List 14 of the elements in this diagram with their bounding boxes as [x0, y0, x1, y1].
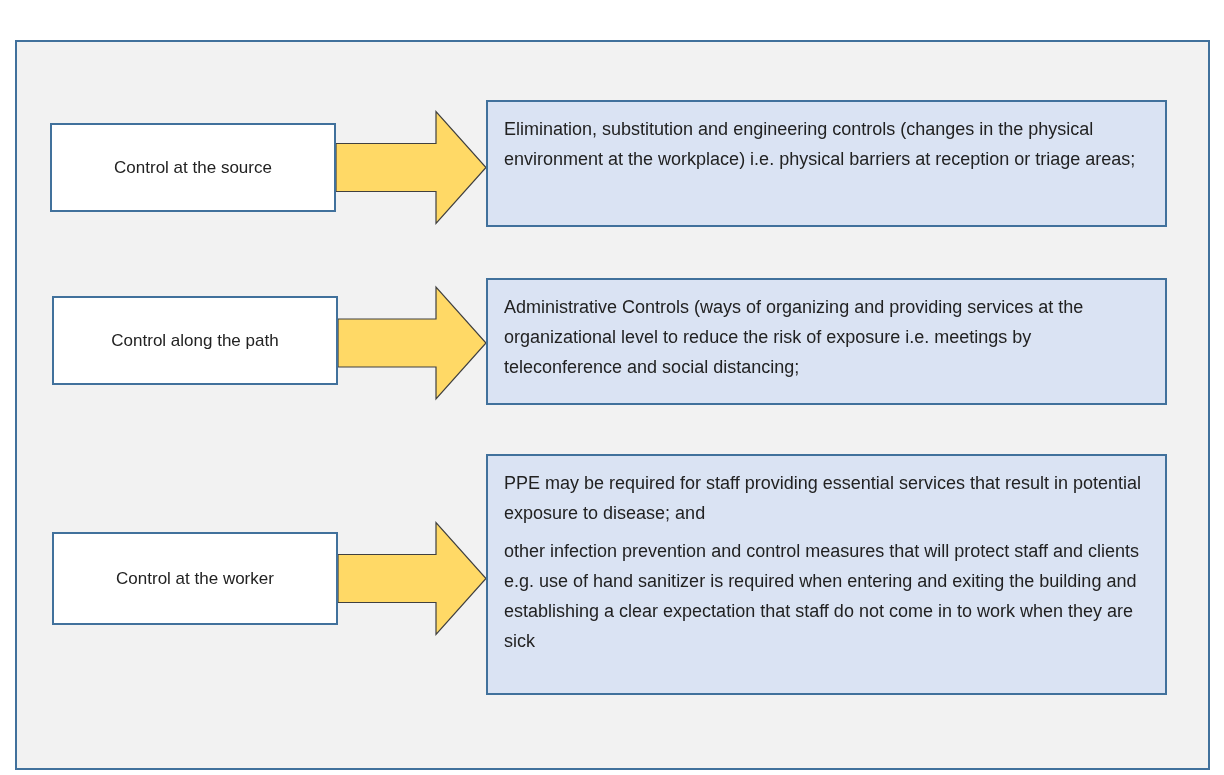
block-arrow: [335, 109, 487, 226]
control-level-box: Control along the path: [52, 296, 338, 385]
description-box: [486, 278, 1167, 405]
block-arrow: [337, 285, 487, 401]
frame-box: [15, 40, 1210, 770]
description-box: [486, 100, 1167, 227]
control-level-box: Control at the worker: [52, 532, 338, 625]
description-text: Administrative Controls (ways of organizing and providing services at the organizational level to reduce the risk of exposure i.e. meetings by teleconference and social distancing;: [504, 296, 1085, 379]
description-text: Elimination, substitution and engineering controls (changes in the physical environment at the workplace) i.e. physical barriers at reception or triage areas;: [504, 118, 1137, 171]
description-text: PPE may be required for staff providing essential services that result in potential exposure to disease; and: [504, 472, 1142, 525]
description-box: [486, 454, 1167, 695]
control-level-box: Control at the source: [50, 123, 336, 212]
description-text: other infection prevention and control measures that will protect staff and clients e.g. use of hand sanitizer is required when entering and exiting the building and establishing a clear expectation that staff do not come in to work when they are sick: [504, 540, 1141, 653]
block-arrow: [337, 520, 487, 637]
